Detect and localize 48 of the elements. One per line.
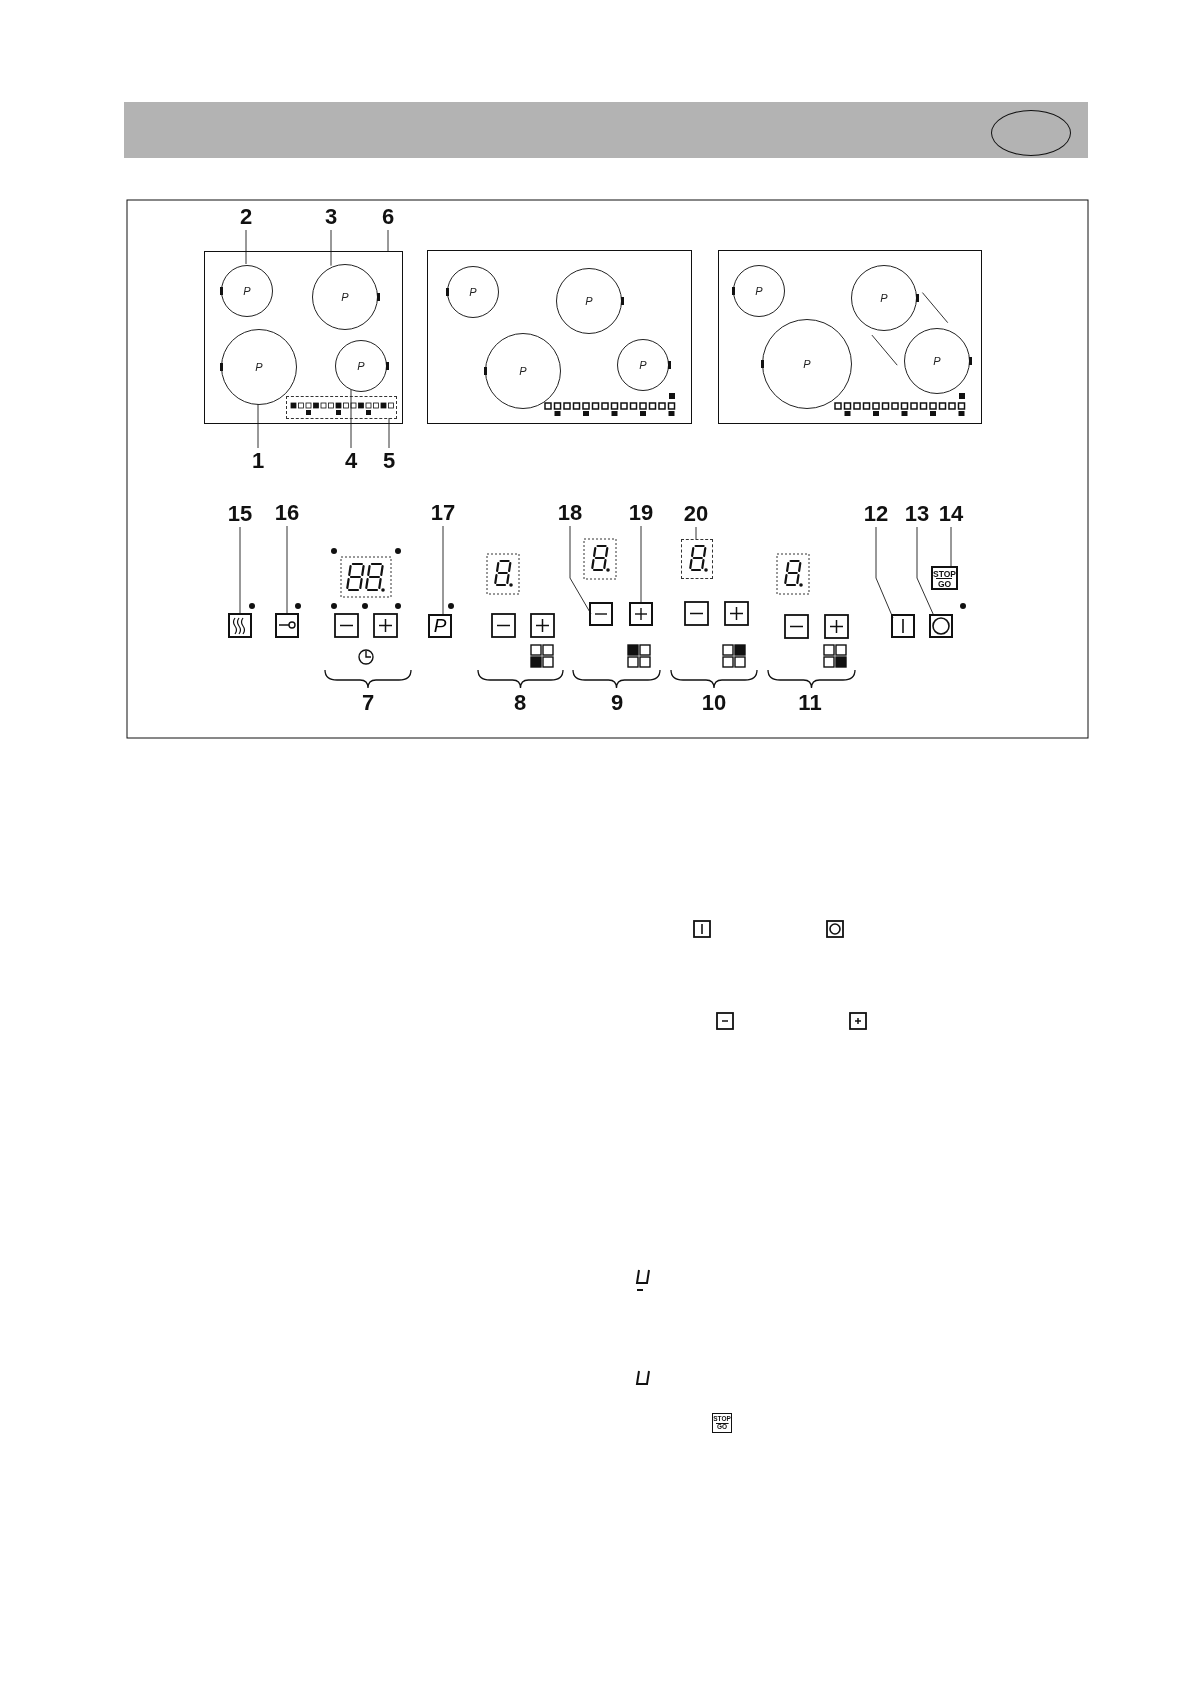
callout-number: 8	[512, 690, 528, 716]
callout-number: 10	[700, 690, 728, 716]
callout-number: 13	[900, 501, 934, 527]
callout-number: 19	[624, 500, 658, 526]
leader-line	[286, 525, 288, 614]
leader-line	[239, 526, 241, 614]
hob-outline	[718, 250, 982, 424]
control-strip	[286, 396, 397, 419]
callout-number: 5	[375, 448, 403, 474]
callout-number: 7	[360, 690, 376, 716]
callout-number: 12	[859, 501, 893, 527]
leader-line	[350, 388, 352, 449]
leader-line	[695, 526, 697, 540]
hob-outline	[427, 250, 692, 424]
digit-display	[681, 539, 713, 579]
stop-go-key: STOP GO	[931, 566, 958, 590]
callout-number: 2	[232, 204, 260, 230]
callout-number: 1	[244, 448, 272, 474]
callout-number: 11	[797, 690, 823, 716]
minus-key	[589, 602, 613, 626]
callout-number: 17	[426, 500, 460, 526]
off-key	[929, 614, 953, 638]
leader-line	[257, 403, 259, 449]
hob-outline	[204, 251, 403, 424]
leader-line	[916, 526, 935, 617]
leader-line	[388, 417, 390, 449]
callout-number: 6	[374, 204, 402, 230]
p-key: P	[428, 614, 452, 638]
lock-key	[275, 613, 299, 638]
callout-number: 4	[337, 448, 365, 474]
leader-line	[442, 525, 444, 615]
callout-number: 16	[270, 500, 304, 526]
heat-key	[228, 613, 252, 638]
bridge-line	[921, 292, 949, 324]
callout-number: 20	[679, 501, 713, 527]
leader-line	[387, 229, 389, 252]
callout-number: 3	[317, 204, 345, 230]
callout-number: 15	[223, 501, 257, 527]
callout-number: 9	[609, 690, 625, 716]
bridge-line	[871, 334, 898, 366]
leader-line	[950, 526, 952, 567]
leader-line	[245, 229, 247, 265]
leader-line	[330, 229, 332, 267]
leader-line	[640, 525, 642, 603]
plus-key	[629, 602, 653, 626]
on-key	[891, 614, 915, 638]
callout-number: 18	[553, 500, 587, 526]
callout-number: 14	[934, 501, 968, 527]
